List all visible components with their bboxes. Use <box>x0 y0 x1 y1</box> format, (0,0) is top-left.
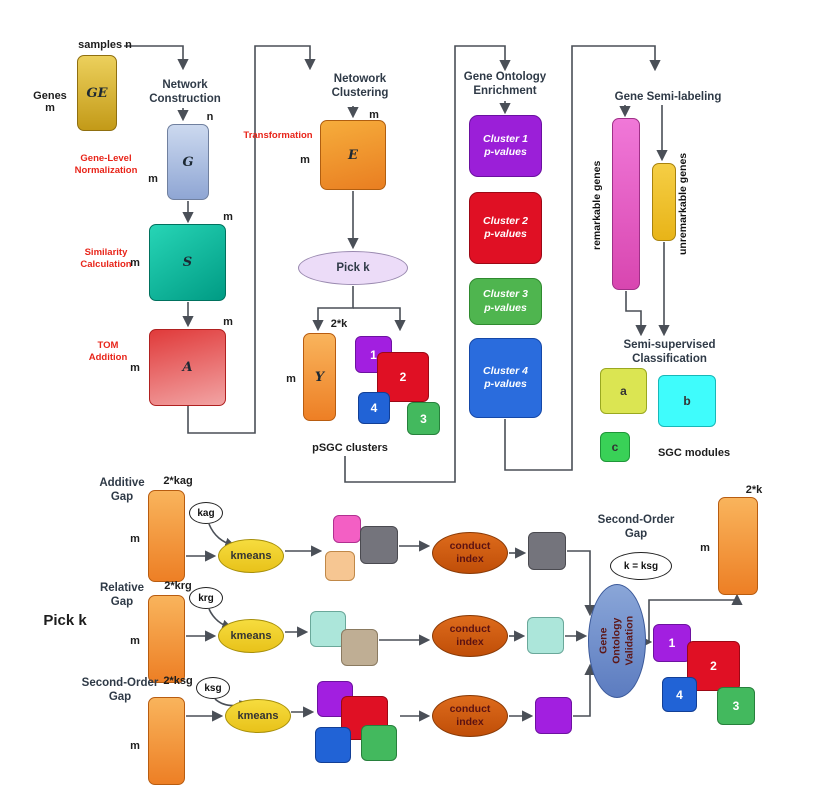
candidate-cluster-square <box>315 727 351 763</box>
candidate-cluster-square <box>341 629 378 666</box>
a-matrix-box: A <box>149 329 226 406</box>
kmeans-ellipse-additive: kmeans <box>218 539 284 573</box>
kmeans-ellipse-second-order: kmeans <box>225 699 291 733</box>
go-validation-label: Gene Ontology Validation <box>597 616 636 666</box>
similarity-calculation-label: Similarity Calculation <box>80 246 132 270</box>
dim-label-m: m <box>130 739 140 752</box>
sgc-module-a: a <box>600 368 647 414</box>
final-cluster-3: 3 <box>717 687 755 725</box>
kag-value-ellipse: kag <box>189 502 223 524</box>
semi-labeling-title: Gene Semi-labeling <box>614 91 722 103</box>
cluster3-pvalues-box: Cluster 3 p-values <box>469 278 542 325</box>
result-y-matrix <box>718 497 758 595</box>
dim-label-m: m <box>369 108 379 121</box>
e-matrix-box: E <box>320 120 386 190</box>
unremarkable-genes-label: unremarkable genes <box>677 152 689 256</box>
s-matrix-box: S <box>149 224 226 301</box>
candidate-cluster-square <box>333 515 361 543</box>
pick-k-section-title: Pick k <box>43 611 87 629</box>
ksg-value-ellipse: ksg <box>196 677 230 699</box>
krg-value-ellipse: krg <box>189 587 223 609</box>
network-construction-title: Network Construction <box>149 78 221 105</box>
cluster4-pvalues-box: Cluster 4 p-values <box>469 338 542 418</box>
additive-k-count: 2*kag <box>163 474 193 487</box>
go-validation-ellipse: Gene Ontology Validation <box>588 584 646 698</box>
conduct-index-ellipse-additive: conduct index <box>432 532 508 574</box>
additive-gap-matrix <box>148 490 185 582</box>
two-k-label: 2*k <box>330 317 348 330</box>
genes-label: Genes m <box>33 90 67 114</box>
dim-label-m: m <box>286 372 296 385</box>
samples-label: samples n <box>78 39 132 51</box>
result-two-k-label: 2*k <box>745 483 763 496</box>
pick-k-ellipse: Pick k <box>298 251 408 285</box>
psgc-cluster-4: 4 <box>358 392 390 424</box>
semi-supervised-classification-title: Semi-supervised Classification <box>623 338 716 365</box>
psgc-cluster-3: 3 <box>407 402 440 435</box>
dim-label-m: m <box>130 634 140 647</box>
psgc-clusters-caption: pSGC clusters <box>312 442 388 454</box>
additive-gap-heading: Additive Gap <box>99 476 145 503</box>
final-cluster-4: 4 <box>662 677 697 712</box>
kmeans-ellipse-relative: kmeans <box>218 619 284 653</box>
sgc-module-c: c <box>600 432 630 462</box>
conduct-index-ellipse-relative: conduct index <box>432 615 508 657</box>
y-matrix-box: Y <box>303 333 336 421</box>
dim-label-m: m <box>300 153 310 166</box>
unremarkable-genes-bar <box>652 163 676 241</box>
dim-label-m: m <box>130 532 140 545</box>
dim-label-m: m <box>130 256 140 269</box>
selected-cluster-square <box>535 697 572 734</box>
ge-matrix-box: GE <box>77 55 117 131</box>
g-matrix-box: G <box>167 124 209 200</box>
second-order-gap-matrix <box>148 697 185 785</box>
cluster2-pvalues-box: Cluster 2 p-values <box>469 192 542 264</box>
tom-addition-label: TOM Addition <box>88 339 128 363</box>
dim-label-m: m <box>130 361 140 374</box>
dim-label-n: n <box>206 110 214 123</box>
sgc-modules-caption: SGC modules <box>657 447 731 459</box>
dim-label-m: m <box>223 315 233 328</box>
gene-level-normalization-label: Gene-Level Normalization <box>74 152 138 176</box>
sgc-module-b: b <box>658 375 716 427</box>
second-order-k-count: 2*ksg <box>163 674 193 687</box>
remarkable-genes-bar <box>612 118 640 290</box>
candidate-cluster-square <box>361 725 397 761</box>
remarkable-genes-label: remarkable genes <box>591 160 603 250</box>
psgc-cluster-2: 2 <box>377 352 429 402</box>
go-enrichment-title: Gene Ontology Enrichment <box>463 70 547 97</box>
dim-label-m: m <box>148 172 158 185</box>
selected-cluster-square <box>528 532 566 570</box>
candidate-cluster-square <box>360 526 398 564</box>
conduct-index-ellipse-second-order: conduct index <box>432 695 508 737</box>
relative-k-count: 2*krg <box>164 579 192 592</box>
network-clustering-title: Netowork Clustering <box>331 72 389 99</box>
cluster1-pvalues-box: Cluster 1 p-values <box>469 115 542 177</box>
candidate-cluster-square <box>325 551 355 581</box>
selected-cluster-square <box>527 617 564 654</box>
relative-gap-matrix <box>148 595 185 683</box>
relative-gap-heading: Relative Gap <box>99 581 145 608</box>
dim-label-m: m <box>223 210 233 223</box>
result-second-order-gap-heading: Second-Order Gap <box>597 513 675 540</box>
k-equals-ksg-ellipse: k = ksg <box>610 552 672 580</box>
second-order-gap-heading: Second-Order Gap <box>81 676 159 703</box>
final-cluster-1: 1 <box>653 624 691 662</box>
transformation-label: Transformation <box>243 130 313 142</box>
dim-label-m: m <box>700 541 710 554</box>
